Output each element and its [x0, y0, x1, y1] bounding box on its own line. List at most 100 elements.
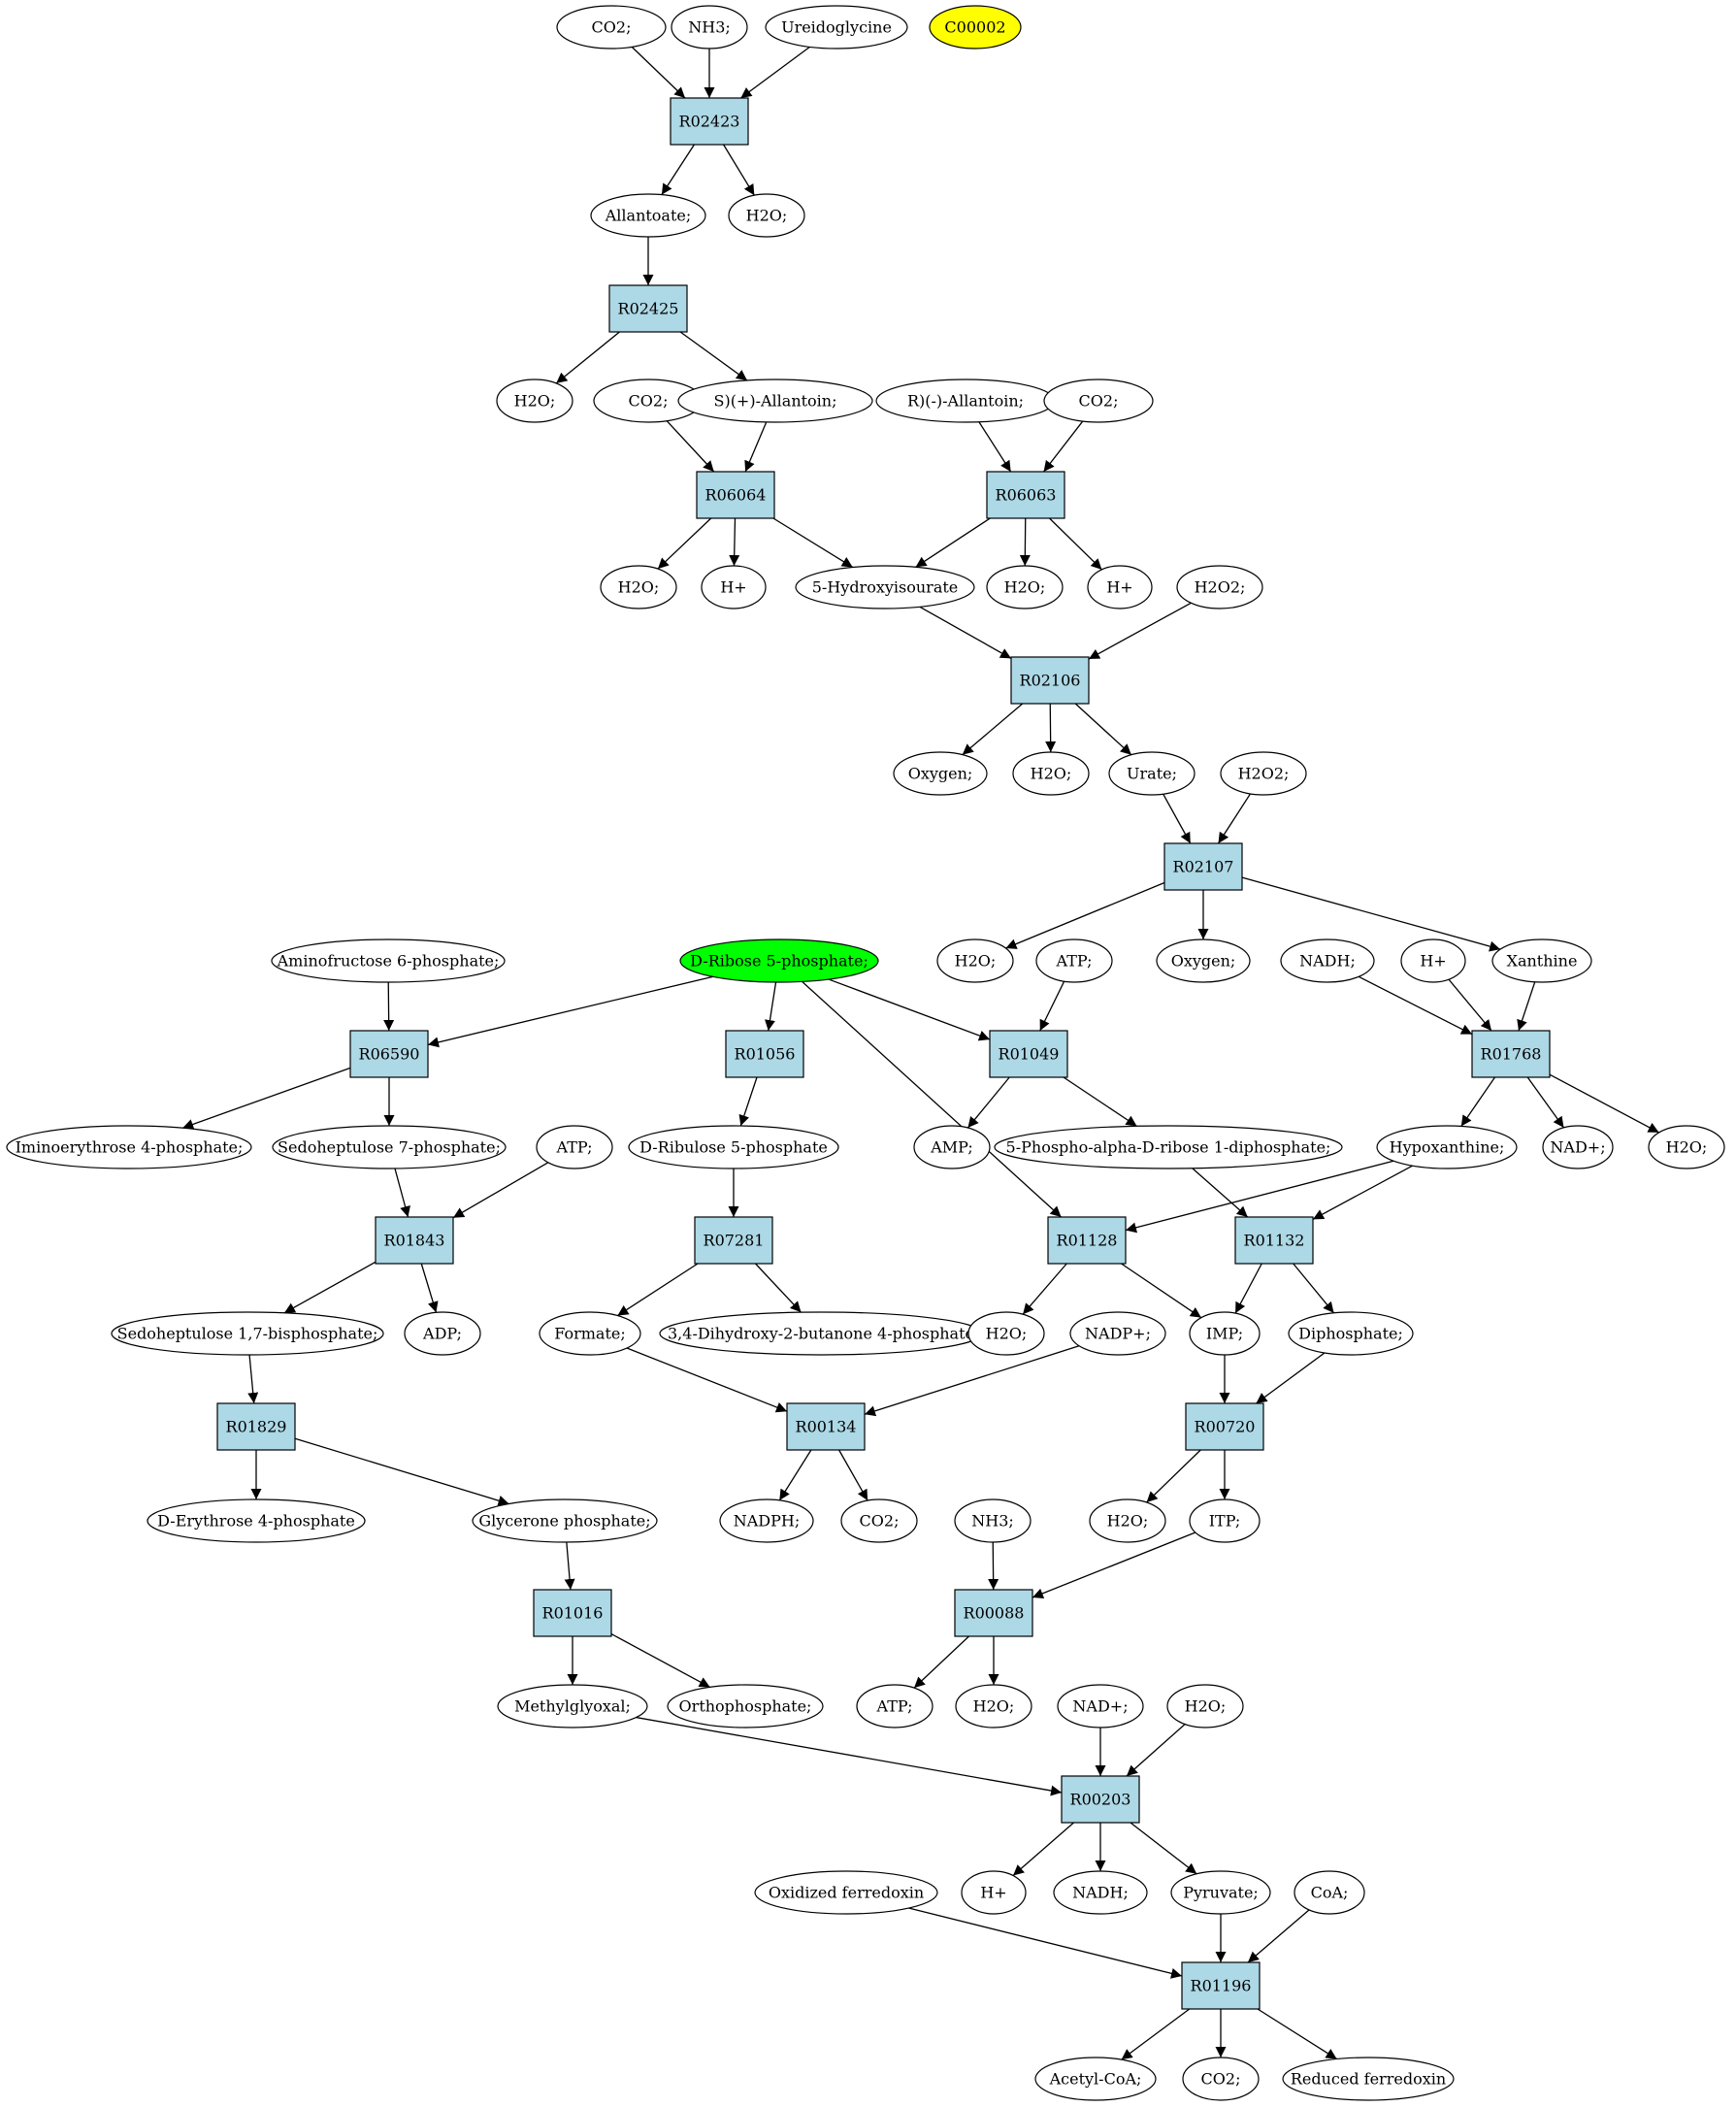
- compound-node-n_sedo7p[interactable]: Sedoheptulose 7-phosphate;: [272, 1125, 507, 1169]
- compound-node-n_h2o_b[interactable]: H2O;: [496, 379, 573, 423]
- compound-node-n_nh3_b[interactable]: NH3;: [954, 1498, 1032, 1543]
- compound-node-n_dribulose5p[interactable]: D-Ribulose 5-phosphate: [628, 1125, 839, 1169]
- compound-node-n_h2o_h[interactable]: H2O;: [967, 1311, 1045, 1356]
- compound-node-n_nadh_a[interactable]: NADH;: [1280, 938, 1375, 983]
- reaction-node-r01132[interactable]: R01132: [1234, 1216, 1314, 1265]
- compound-node-n_h2o2_b[interactable]: H2O2;: [1220, 751, 1307, 796]
- compound-node-n_sallantoin[interactable]: S)(+)-Allantoin;: [677, 379, 873, 423]
- compound-node-n_prpp[interactable]: 5-Phospho-alpha-D-ribose 1-diphosphate;: [994, 1125, 1343, 1169]
- compound-node-n_co2_d[interactable]: CO2;: [840, 1498, 918, 1543]
- reaction-node-r01768[interactable]: R01768: [1471, 1030, 1551, 1078]
- compound-node-n_imp[interactable]: IMP;: [1189, 1311, 1261, 1356]
- reaction-node-r01196[interactable]: R01196: [1181, 1961, 1261, 2010]
- compound-node-n_h2o_g[interactable]: H2O;: [1648, 1125, 1725, 1169]
- compound-node-n_rallantoin[interactable]: R)(-)-Allantoin;: [875, 379, 1056, 423]
- compound-node-n_glycerone[interactable]: Glycerone phosphate;: [472, 1498, 658, 1543]
- compound-node-n_hplus_b[interactable]: H+: [1087, 565, 1153, 609]
- compound-node-n_nadh_b[interactable]: NADH;: [1053, 1870, 1148, 1915]
- reaction-box: [786, 1402, 866, 1451]
- compound-node-n_atp_b[interactable]: ATP;: [536, 1125, 613, 1169]
- compound-node-n_adp[interactable]: ADP;: [404, 1311, 481, 1356]
- compound-node-n_aminofructose[interactable]: Aminofructose 6-phosphate;: [271, 938, 506, 983]
- compound-node-n_oxygen_b[interactable]: Oxygen;: [1156, 938, 1251, 983]
- compound-node-n_sedo17bp[interactable]: Sedoheptulose 1,7-bisphosphate;: [111, 1311, 384, 1356]
- compound-node-n_hplus_a[interactable]: H+: [701, 565, 767, 609]
- compound-node-n_diphosphate[interactable]: Diphosphate;: [1288, 1311, 1414, 1356]
- compound-node-n_h2o_a[interactable]: H2O;: [728, 193, 805, 238]
- reaction-node-r01843[interactable]: R01843: [375, 1216, 454, 1265]
- compound-node-n_hplus_d[interactable]: H+: [961, 1870, 1027, 1915]
- compound-node-n_h2o_c[interactable]: H2O;: [600, 565, 677, 609]
- compound-node-n_methylglyoxal[interactable]: Methylglyoxal;: [497, 1684, 648, 1728]
- compound-node-n_co2_a[interactable]: CO2;: [556, 5, 667, 49]
- compound-node-n_oxferredoxin[interactable]: Oxidized ferredoxin: [754, 1870, 938, 1915]
- compound-node-n_co2_e[interactable]: CO2;: [1182, 2057, 1260, 2101]
- compound-node-n_co2_c[interactable]: CO2;: [1043, 379, 1154, 423]
- compound-node-n_hplus_c[interactable]: H+: [1400, 938, 1466, 983]
- compound-node-n_iminoerythrose[interactable]: Iminoerythrose 4-phosphate;: [6, 1125, 252, 1169]
- reaction-node-r01128[interactable]: R01128: [1047, 1216, 1127, 1265]
- compound-node-n_h2o2_a[interactable]: H2O2;: [1176, 565, 1263, 609]
- compound-node-n_nh3_a[interactable]: NH3;: [671, 5, 748, 49]
- compound-node-n_h2o_e[interactable]: H2O;: [1012, 751, 1090, 796]
- compound-node-n_nadplus_b[interactable]: NAD+;: [1057, 1684, 1144, 1728]
- node-label: R01132: [1244, 1232, 1305, 1250]
- reaction-node-r01056[interactable]: R01056: [725, 1030, 804, 1078]
- compound-ellipse: [728, 193, 805, 238]
- compound-ellipse: [1294, 1870, 1365, 1915]
- compound-node-n_5hydroxy[interactable]: 5-Hydroxyisourate: [795, 565, 975, 609]
- compound-node-n_amp[interactable]: AMP;: [913, 1125, 991, 1169]
- compound-node-n_xanthine[interactable]: Xanthine: [1491, 938, 1592, 983]
- compound-node-n_atp_a[interactable]: ATP;: [1035, 938, 1113, 983]
- edge-R01049-to-n_prpp: [1063, 1076, 1137, 1127]
- compound-node-n_oxygen_a[interactable]: Oxygen;: [893, 751, 988, 796]
- compound-node-n_h2o_k[interactable]: H2O;: [1166, 1684, 1244, 1728]
- reaction-node-r00134[interactable]: R00134: [786, 1402, 866, 1451]
- compound-node-n_allantoate[interactable]: Allantoate;: [590, 193, 706, 238]
- compound-node-n_ureido[interactable]: Ureidoglycine: [765, 5, 908, 49]
- compound-node-n_atp_c[interactable]: ATP;: [856, 1684, 934, 1728]
- compound-node-n_nadpplus[interactable]: NADP+;: [1069, 1311, 1166, 1356]
- compound-node-n_dhbp[interactable]: 3,4-Dihydroxy-2-butanone 4-phosphate: [659, 1311, 983, 1356]
- compound-node-n_acetylcoa[interactable]: Acetyl-CoA;: [1034, 2057, 1157, 2101]
- reaction-node-r00720[interactable]: R00720: [1185, 1402, 1264, 1451]
- reaction-node-r06064[interactable]: R06064: [696, 471, 775, 519]
- reaction-node-r00203[interactable]: R00203: [1061, 1775, 1140, 1824]
- compound-node-n_itp[interactable]: ITP;: [1189, 1498, 1261, 1543]
- reaction-node-r01016[interactable]: R01016: [533, 1589, 612, 1637]
- reaction-node-r07281[interactable]: R07281: [694, 1216, 773, 1265]
- compound-node-n_co2_b[interactable]: CO2;: [593, 379, 704, 423]
- compound-node-n_h2o_f[interactable]: H2O;: [936, 938, 1014, 983]
- compound-node-n_pyruvate[interactable]: Pyruvate;: [1170, 1870, 1271, 1915]
- node-label: CO2;: [1201, 2070, 1241, 2089]
- compound-node-n_h2o_j[interactable]: H2O;: [955, 1684, 1032, 1728]
- compound-node-n_derythrose4p[interactable]: D-Erythrose 4-phosphate: [147, 1498, 366, 1543]
- compound-ellipse: [6, 1125, 252, 1169]
- compound-node-n_formate[interactable]: Formate;: [539, 1311, 641, 1356]
- compound-node-n_hypoxanthine[interactable]: Hypoxanthine;: [1376, 1125, 1518, 1169]
- compound-node-n_nadplus_a[interactable]: NAD+;: [1542, 1125, 1614, 1169]
- reaction-node-r02107[interactable]: R02107: [1163, 842, 1243, 891]
- reaction-node-r06063[interactable]: R06063: [986, 471, 1065, 519]
- compound-node-n_h2o_d[interactable]: H2O;: [986, 565, 1064, 609]
- node-label: Acetyl-CoA;: [1049, 2070, 1142, 2089]
- reaction-node-r01049[interactable]: R01049: [989, 1030, 1068, 1078]
- compound-node-n_urate[interactable]: Urate;: [1108, 751, 1196, 796]
- edge-R01768-to-n_hypoxanthine: [1460, 1076, 1496, 1127]
- compound-node-n_c00002[interactable]: C00002: [929, 5, 1022, 49]
- edge-R02423-to-n_allantoate: [661, 144, 695, 195]
- reaction-node-r02106[interactable]: R02106: [1010, 656, 1090, 705]
- edge-R01768-to-n_nadplus_a: [1526, 1076, 1565, 1129]
- compound-node-n_h2o_i[interactable]: H2O;: [1089, 1498, 1166, 1543]
- compound-node-n_dribose5p[interactable]: D-Ribose 5-phosphate;: [679, 938, 879, 983]
- compound-node-n_orthophosphate[interactable]: Orthophosphate;: [667, 1684, 824, 1728]
- reaction-node-r02423[interactable]: R02423: [670, 97, 749, 146]
- node-label: Orthophosphate;: [679, 1697, 812, 1716]
- reaction-node-r02425[interactable]: R02425: [608, 284, 688, 333]
- compound-node-n_coa[interactable]: CoA;: [1294, 1870, 1365, 1915]
- compound-node-n_nadph[interactable]: NADPH;: [719, 1498, 814, 1543]
- reaction-node-r00088[interactable]: R00088: [954, 1589, 1033, 1637]
- reaction-node-r06590[interactable]: R06590: [349, 1030, 429, 1078]
- reaction-node-r01829[interactable]: R01829: [216, 1402, 296, 1451]
- compound-node-n_redferredoxin[interactable]: Reduced ferredoxin: [1282, 2057, 1455, 2101]
